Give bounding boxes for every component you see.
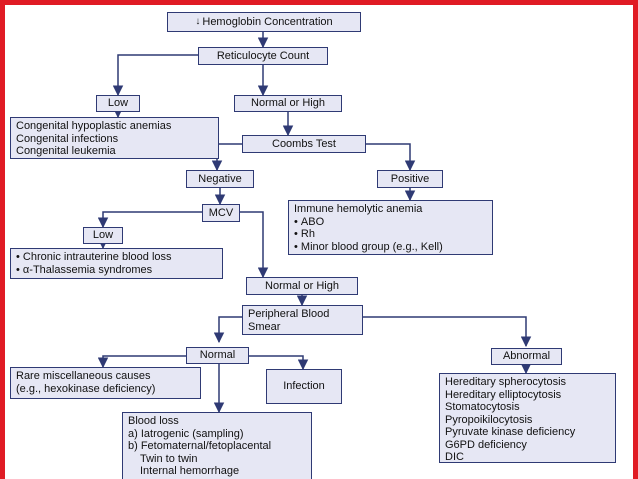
infection-box: Infection [266, 369, 342, 404]
arrow-mcv-to-normal [240, 211, 269, 279]
smear-line: Smear [248, 320, 281, 333]
abnormal-item: DIC [445, 451, 464, 463]
abnormal-causes-box: Hereditary spherocytosis Hereditary elli… [439, 373, 616, 463]
mcv-box: MCV [202, 204, 240, 222]
abnormal-item: Pyruvate kinase deficiency [445, 426, 576, 438]
hemoglobin-label: Hemoglobin Concentration [202, 15, 333, 28]
arrow-coombs-to-negative [211, 143, 242, 172]
blood-loss-line: Blood loss [128, 415, 179, 427]
abnormal-box: Abnormal [491, 348, 562, 365]
low-box-1: Low [96, 95, 140, 112]
arrow-retic-to-low [112, 54, 198, 97]
immune-hemolytic-box: Immune hemolytic anemia ABO Rh Minor blo… [288, 200, 493, 255]
low-cause-item: Congenital leukemia [16, 145, 116, 157]
normal-or-high-box-1: Normal or High [234, 95, 342, 112]
normal-or-high-box-2: Normal or High [246, 277, 358, 295]
arrow-normal-to-infection [249, 355, 309, 371]
flow-connectors [97, 32, 532, 414]
arrow-normal-to-rare [97, 355, 186, 369]
low-causes-box: Congenital hypoplastic anemias Congenita… [10, 117, 219, 159]
reticulocyte-count-box: Reticulocyte Count [198, 47, 328, 65]
low-mcv-item: Chronic intrauterine blood loss [16, 251, 217, 264]
coombs-test-box: Coombs Test [242, 135, 366, 153]
abnormal-item: Stomatocytosis [445, 401, 520, 413]
arrow-smear-to-abnormal [363, 316, 532, 348]
rare-causes-box: Rare miscellaneous causes (e.g., hexokin… [10, 367, 201, 399]
down-arrow-icon: ↓ [195, 15, 201, 27]
blood-loss-line: Internal hemorrhage [140, 465, 240, 477]
negative-box: Negative [186, 170, 254, 188]
abnormal-item: G6PD deficiency [445, 438, 527, 451]
blood-loss-box: Blood loss a) Iatrogenic (sampling) b) F… [122, 412, 312, 479]
arrow-smear-to-normal [213, 316, 242, 344]
hemoglobin-concentration-box: ↓ Hemoglobin Concentration [167, 12, 361, 32]
immune-item: ABO [294, 216, 487, 229]
smear-line: Peripheral Blood [248, 308, 330, 320]
abnormal-item: Hereditary elliptocytosis [445, 388, 562, 401]
blood-loss-line: Twin to twin [140, 452, 198, 465]
blood-loss-line: a) Iatrogenic (sampling) [128, 427, 244, 440]
immune-title: Immune hemolytic anemia [294, 203, 423, 215]
low-mcv-item: α-Thalassemia syndromes [16, 264, 217, 277]
arrow-coombs-to-positive [366, 143, 416, 172]
normal-box: Normal [186, 347, 249, 364]
immune-item: Minor blood group (e.g., Kell) [294, 241, 487, 254]
immune-item: Rh [294, 228, 487, 241]
low-mcv-causes-box: Chronic intrauterine blood loss α-Thalas… [10, 248, 223, 279]
rare-line: (e.g., hexokinase deficiency) [16, 382, 156, 395]
blood-loss-line: b) Fetomaternal/fetoplacental [128, 440, 272, 452]
rare-line: Rare miscellaneous causes [16, 370, 151, 382]
low-cause-item: Congenital infections [16, 132, 119, 145]
abnormal-item: Hereditary spherocytosis [445, 376, 567, 388]
low-box-2: Low [83, 227, 123, 244]
abnormal-item: Pyropoikilocytosis [445, 413, 533, 426]
peripheral-smear-box: Peripheral Blood Smear [242, 305, 363, 335]
arrow-mcv-to-low [97, 211, 202, 229]
positive-box: Positive [377, 170, 443, 188]
low-cause-item: Congenital hypoplastic anemias [16, 120, 172, 132]
